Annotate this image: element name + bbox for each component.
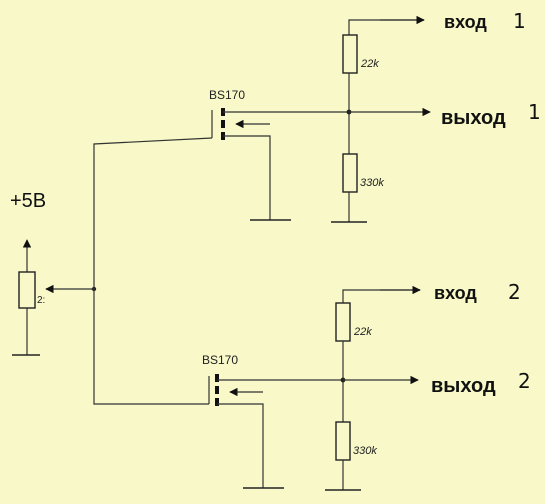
potentiometer-label: 2: [37,295,45,306]
output-1-number: 1 [528,100,541,124]
resistor-330k-2 [335,421,351,461]
resistor-22k-1-label: 22k [360,58,379,70]
source-1-wire [223,135,271,220]
resistor-22k-1 [342,34,358,74]
channel-1: BS170 22k 330k вход 1 выход 1 [209,9,541,223]
channel-2: BS170 22k 330k вход 2 выход 2 [202,280,531,491]
output-1-label: выход [441,107,506,129]
source-2-wire [217,403,264,488]
resistor-22k-2-label: 22k [353,326,372,338]
input-1-label: вход [444,12,487,32]
output-2-label: выход [431,375,496,397]
resistor-330k-1 [342,153,358,193]
resistor-330k-2-label: 330k [353,445,377,457]
resistor-22k-2 [335,302,351,342]
supply-label: +5B [10,190,46,212]
input-2-wire [342,289,420,303]
input-1-wire [348,19,424,35]
supply-section: +5B 2: [10,137,213,405]
resistor-330k-1-label: 330k [360,177,384,189]
potentiometer [18,271,36,309]
input-2-number: 2 [508,280,521,304]
input-2-label: вход [434,283,477,303]
gate-bus-wire [93,137,213,405]
transistor-2-label: BS170 [202,353,238,367]
transistor-1-label: BS170 [209,88,245,102]
input-1-number: 1 [513,9,526,33]
output-2-number: 2 [518,369,531,393]
